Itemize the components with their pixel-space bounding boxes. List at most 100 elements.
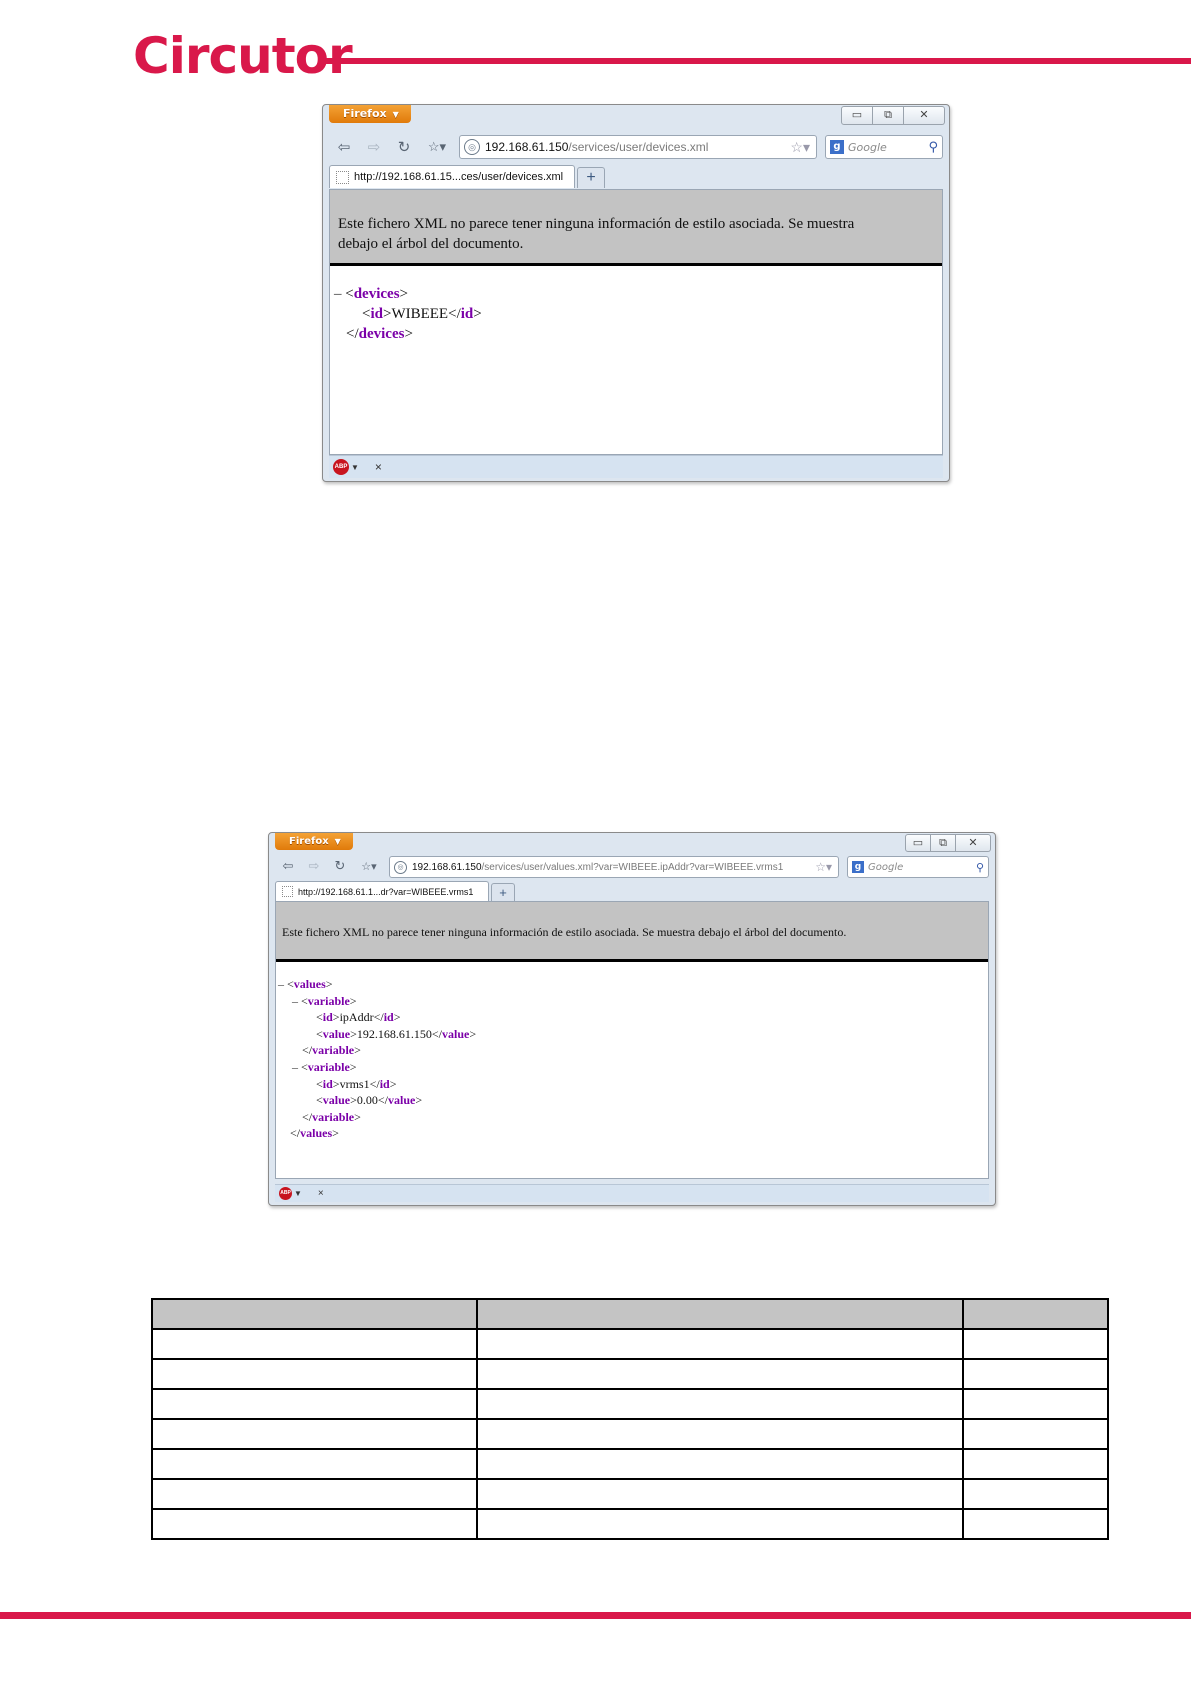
url-path: /services/user/devices.xml — [568, 140, 709, 154]
url-bar[interactable]: ◎ 192.168.61.150/services/user/values.xm… — [389, 856, 839, 878]
page-icon — [282, 886, 293, 897]
chevron-down-icon: ▼ — [334, 837, 341, 846]
xml-text: 192.168.61.150 — [356, 1026, 432, 1041]
table-cell — [150, 1418, 479, 1450]
table-cell — [962, 1388, 1109, 1420]
collapse-toggle[interactable]: – — [292, 993, 298, 1008]
reload-icon[interactable]: ↻ — [334, 859, 346, 874]
xml-notice: Este fichero XML no parece tener ninguna… — [276, 902, 988, 962]
collapse-toggle[interactable]: – — [292, 1059, 298, 1074]
table-cell — [150, 1328, 479, 1360]
table-cell — [476, 1388, 965, 1420]
xml-tag: id — [322, 1076, 333, 1091]
xml-tag: variable — [307, 993, 350, 1008]
table-cell — [476, 1418, 965, 1450]
close-icon[interactable]: × — [374, 460, 382, 474]
search-input[interactable]: g Google ⚲ — [847, 856, 989, 878]
xml-tag: value — [322, 1093, 351, 1108]
url-bar[interactable]: ◎ 192.168.61.150/services/user/devices.x… — [459, 135, 817, 159]
back-icon[interactable]: ⇦ — [337, 138, 351, 156]
xml-line: <id>WIBEEE</id> — [362, 306, 482, 322]
xml-line: </variable> — [302, 1109, 361, 1124]
xml-tag: id — [322, 1010, 333, 1025]
xml-tag: values — [300, 1126, 333, 1141]
table-row — [150, 1358, 1109, 1390]
table-cell — [150, 1478, 479, 1510]
xml-line: – <devices> — [334, 286, 409, 302]
close-icon[interactable]: × — [317, 1188, 324, 1199]
xml-tag: variable — [312, 1043, 355, 1058]
table-cell — [476, 1478, 965, 1510]
search-icon[interactable]: ⚲ — [975, 860, 984, 874]
bookmark-icon[interactable]: ☆▾ — [361, 861, 377, 873]
xml-tag: devices — [353, 286, 400, 302]
search-input[interactable]: g Google ⚲ — [825, 135, 943, 159]
collapse-toggle[interactable]: – — [334, 286, 342, 302]
forward-icon[interactable]: ⇨ — [308, 859, 320, 874]
chevron-down-icon[interactable]: ▼ — [351, 462, 359, 472]
bookmark-icon[interactable]: ☆▾ — [427, 139, 447, 154]
minimize-icon[interactable]: ▭ — [841, 106, 873, 125]
table-cell — [150, 1358, 479, 1390]
tab-title: http://192.168.61.15...ces/user/devices.… — [354, 171, 564, 183]
xml-line: </devices> — [346, 326, 413, 342]
star-icon[interactable]: ☆▾ — [815, 860, 832, 874]
xml-line: – <variable> — [292, 1059, 357, 1074]
notice-line-1: Este fichero XML no parece tener ninguna… — [338, 216, 855, 232]
reload-icon[interactable]: ↻ — [397, 138, 411, 156]
tab-title: http://192.168.61.1...dr?var=WIBEEE.vrms… — [298, 886, 474, 897]
adblock-icon[interactable]: ABP — [279, 1187, 292, 1200]
table-cell — [476, 1508, 965, 1540]
restore-icon[interactable]: ⧉ — [931, 834, 956, 852]
chevron-down-icon: ▼ — [392, 110, 399, 119]
page-icon — [336, 170, 349, 184]
browser-window-values: Firefox▼ ▭ ⧉ ✕ ⇦ ⇨ ↻ ☆▾ ◎ 192.168.61.150… — [268, 832, 996, 1206]
table-cell — [962, 1328, 1109, 1360]
star-icon[interactable]: ☆▾ — [790, 138, 810, 155]
status-bar: ABP ▼ × — [329, 455, 943, 478]
new-tab-button[interactable]: + — [577, 167, 605, 188]
url-host: 192.168.61.150 — [485, 140, 569, 154]
table-row — [150, 1328, 1109, 1360]
page-content: Este fichero XML no parece tener ninguna… — [329, 189, 943, 455]
close-icon[interactable]: ✕ — [956, 834, 991, 852]
globe-icon: ◎ — [394, 860, 407, 874]
adblock-icon[interactable]: ABP — [333, 459, 349, 475]
xml-text: 0.00 — [356, 1093, 378, 1108]
new-tab-button[interactable]: + — [491, 883, 515, 901]
search-icon[interactable]: ⚲ — [928, 139, 938, 155]
restore-icon[interactable]: ⧉ — [873, 106, 904, 125]
table-row — [150, 1508, 1109, 1540]
window-controls: ▭ ⧉ ✕ — [841, 106, 945, 125]
table-cell — [150, 1448, 479, 1480]
url-host: 192.168.61.150 — [412, 861, 482, 873]
tab-values[interactable]: http://192.168.61.1...dr?var=WIBEEE.vrms… — [275, 881, 489, 901]
xml-line: </variable> — [302, 1043, 361, 1058]
search-placeholder: Google — [868, 861, 904, 873]
back-icon[interactable]: ⇦ — [282, 859, 294, 874]
close-icon[interactable]: ✕ — [904, 106, 945, 125]
table-cell — [962, 1358, 1109, 1390]
url-path: /services/user/values.xml?var=WIBEEE.ipA… — [481, 861, 784, 873]
forward-icon[interactable]: ⇨ — [367, 138, 381, 156]
xml-tag: value — [388, 1093, 416, 1108]
tab-devices[interactable]: http://192.168.61.15...ces/user/devices.… — [329, 165, 575, 188]
table-body — [150, 1328, 1109, 1540]
chevron-down-icon[interactable]: ▼ — [294, 1189, 302, 1198]
xml-line: <value>192.168.61.150</value> — [316, 1026, 477, 1041]
notice-line: Este fichero XML no parece tener ninguna… — [282, 925, 847, 939]
minimize-icon[interactable]: ▭ — [905, 834, 931, 852]
collapse-toggle[interactable]: – — [278, 977, 284, 991]
table-cell — [150, 1388, 479, 1420]
xml-tag: id — [370, 306, 383, 322]
notice-line-2: debajo el árbol del documento. — [338, 236, 524, 252]
firefox-menu-button[interactable]: Firefox▼ — [329, 105, 411, 123]
table-cell — [962, 1448, 1109, 1480]
xml-text: WIBEEE — [391, 306, 449, 322]
table-cell — [476, 1358, 965, 1390]
globe-icon: ◎ — [464, 139, 480, 155]
firefox-menu-button[interactable]: Firefox▼ — [275, 833, 353, 850]
xml-line: – <variable> — [292, 993, 357, 1008]
google-icon: g — [830, 140, 844, 154]
xml-line: </values> — [290, 1126, 339, 1141]
